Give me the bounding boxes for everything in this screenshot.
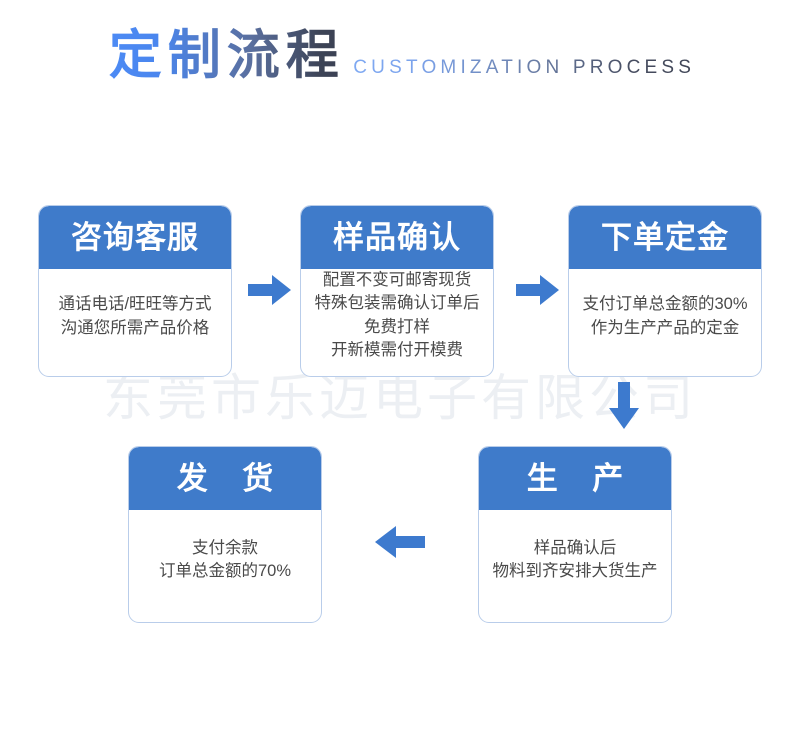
- step-card-3-line-2: 作为生产产品的定金: [590, 318, 740, 337]
- arrow-down-icon-1: [608, 382, 640, 430]
- step-card-5: 发 货 支付余款 订单总金额的70%: [128, 446, 322, 623]
- step-card-2-body: 配置不变可邮寄现货 特殊包装需确认订单后 免费打样 开新模需付开模费: [301, 269, 493, 376]
- step-card-1: 咨询客服 通话电话/旺旺等方式 沟通您所需产品价格: [38, 205, 232, 377]
- step-card-2-line-2: 特殊包装需确认订单后: [314, 294, 480, 313]
- step-card-2: 样品确认 配置不变可邮寄现货 特殊包装需确认订单后 免费打样 开新模需付开模费: [300, 205, 494, 377]
- step-card-3-line-1: 支付订单总金额的30%: [582, 295, 748, 314]
- arrow-left-icon-1: [374, 525, 426, 559]
- step-card-5-line-1: 支付余款: [192, 538, 258, 557]
- title-block: 定制流程 CUSTOMIZATION PROCESS: [0, 26, 800, 85]
- step-card-2-line-1: 配置不变可邮寄现货: [322, 270, 472, 289]
- step-card-5-heading: 发 货: [129, 447, 321, 510]
- step-card-4-body: 样品确认后 物料到齐安排大货生产: [479, 510, 671, 622]
- page-title: 定制流程: [105, 26, 349, 85]
- step-card-4-line-2: 物料到齐安排大货生产: [492, 562, 658, 580]
- arrow-right-icon-2: [516, 274, 560, 306]
- step-card-4-heading: 生 产: [479, 447, 671, 510]
- step-card-1-line-2: 沟通您所需产品价格: [60, 318, 210, 337]
- step-card-4: 生 产 样品确认后 物料到齐安排大货生产: [478, 446, 672, 623]
- step-card-2-line-4: 开新模需付开模费: [331, 340, 463, 359]
- step-card-1-line-1: 通话电话/旺旺等方式: [58, 295, 212, 314]
- step-card-3: 下单定金 支付订单总金额的30% 作为生产产品的定金: [568, 205, 762, 377]
- step-card-5-body: 支付余款 订单总金额的70%: [129, 510, 321, 622]
- step-card-4-line-1: 样品确认后: [533, 538, 617, 557]
- arrow-right-icon-1: [248, 274, 292, 306]
- step-card-3-heading: 下单定金: [569, 206, 761, 269]
- step-card-5-line-2: 订单总金额的70%: [158, 562, 292, 580]
- step-card-2-heading: 样品确认: [301, 206, 493, 269]
- step-card-1-heading: 咨询客服: [39, 206, 231, 269]
- page-subtitle: CUSTOMIZATION PROCESS: [353, 57, 696, 78]
- step-card-2-line-3: 免费打样: [364, 317, 430, 336]
- step-card-3-body: 支付订单总金额的30% 作为生产产品的定金: [569, 269, 761, 376]
- step-card-1-body: 通话电话/旺旺等方式 沟通您所需产品价格: [39, 269, 231, 376]
